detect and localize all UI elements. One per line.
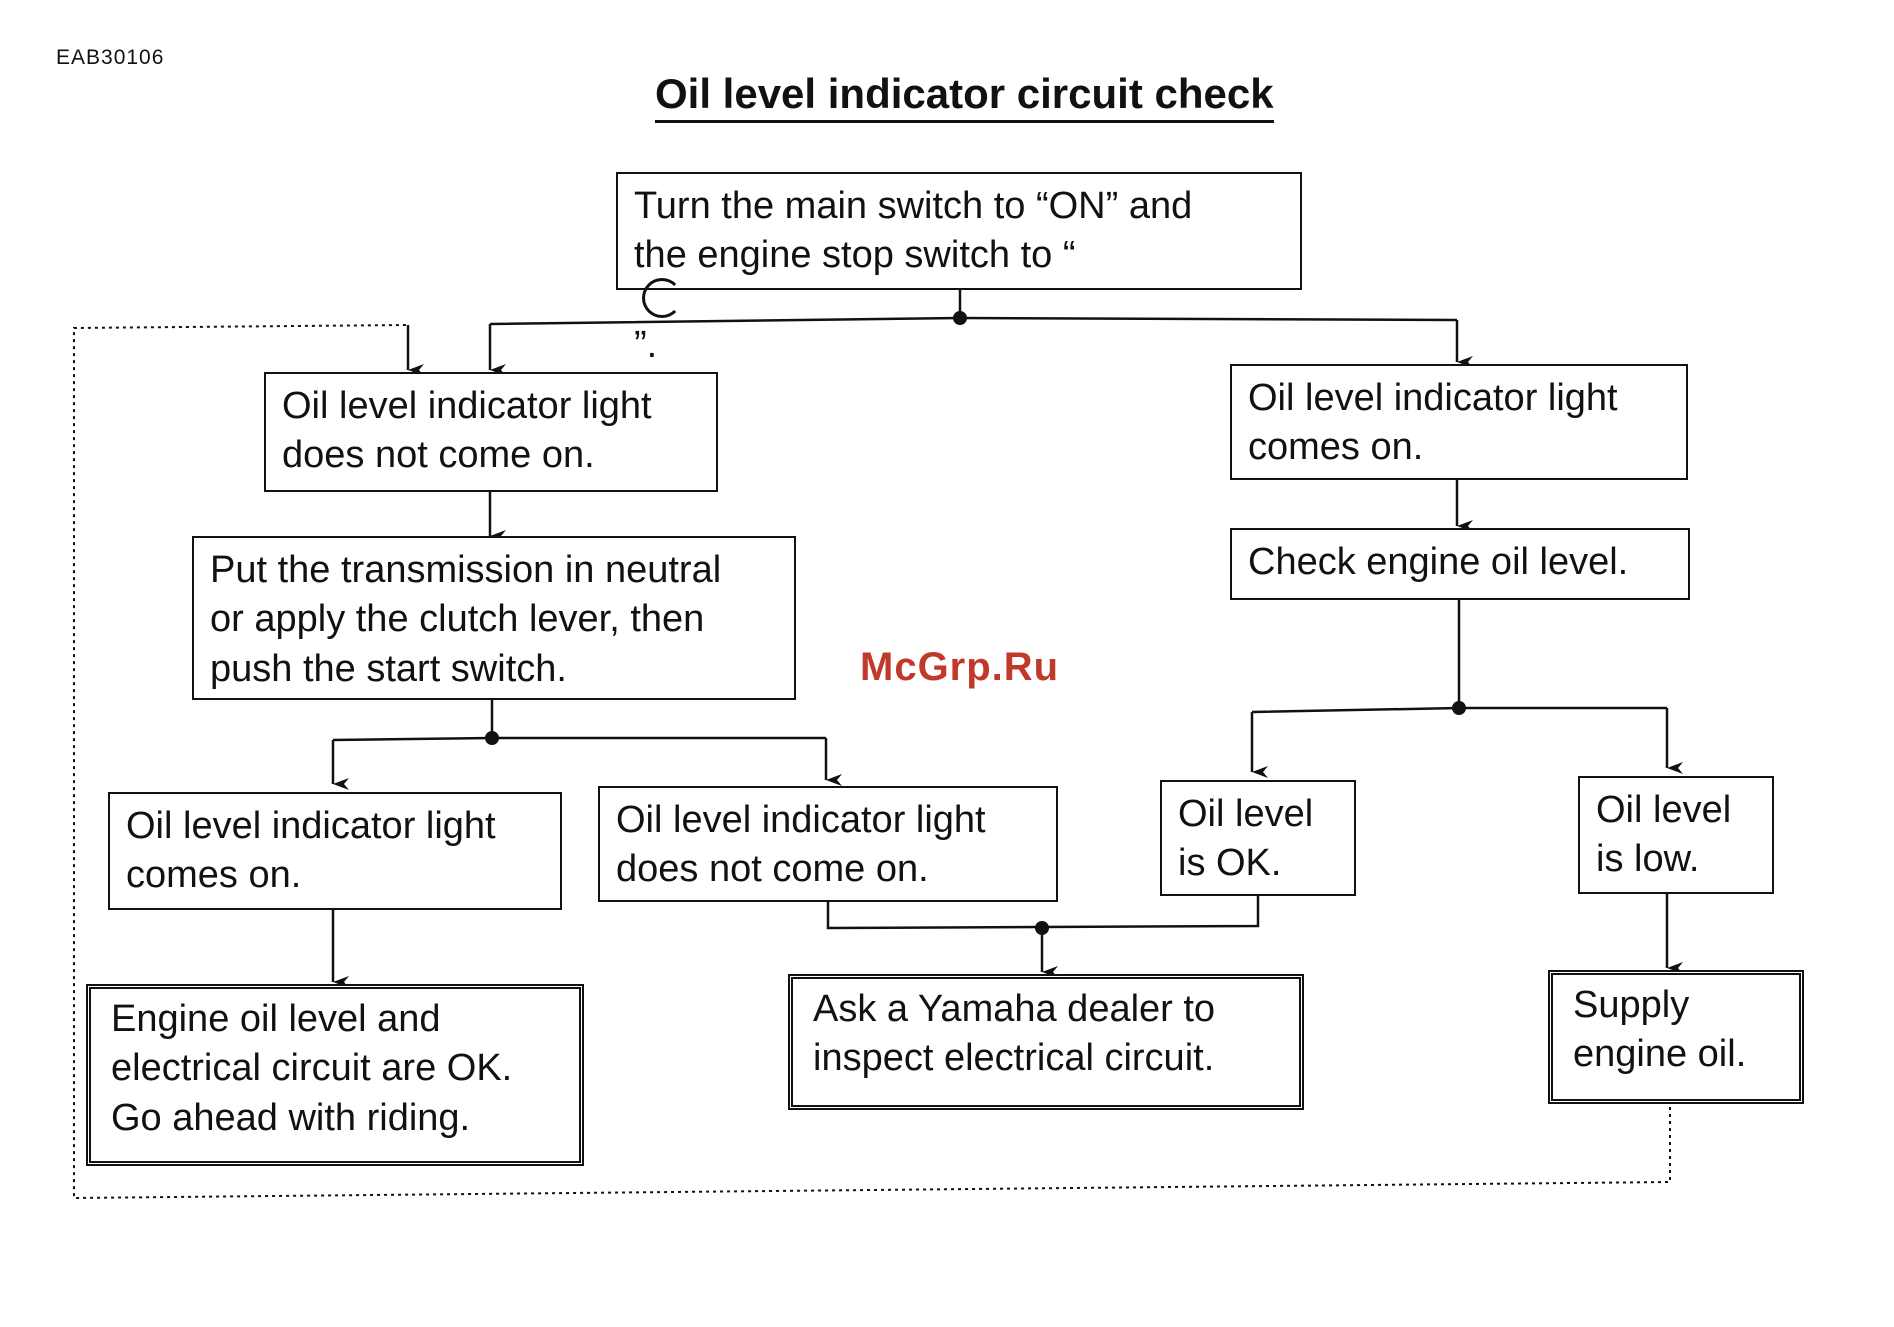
box-text-line: Oil level indicator light — [282, 385, 652, 427]
box-text-line: Put the transmission in neutral — [210, 549, 722, 591]
box-text-line: or apply the clutch lever, then — [210, 598, 705, 641]
box-text-line: does not come on. — [282, 434, 595, 477]
box-text-line: Ask a Yamaha dealer to — [813, 988, 1216, 1030]
box-text-line: is OK. — [1178, 842, 1282, 885]
box-text-line: does not come on. — [616, 848, 929, 891]
box-light-on-2: Oil level indicator light comes on. — [108, 792, 562, 910]
connector-mid-branch — [332, 736, 826, 742]
box-text-line: is low. — [1596, 838, 1700, 881]
junction-dot — [1452, 701, 1466, 715]
box-text-line: electrical circuit are OK. — [111, 1047, 513, 1090]
box-text-line: the engine stop switch to “ ”. — [634, 231, 1284, 370]
box-light-off: Oil level indicator light does not come … — [264, 372, 718, 492]
document-code: EAB30106 — [56, 46, 165, 69]
box-level-low: Oil level is low. — [1578, 776, 1774, 894]
box-text-line: Oil level indicator light — [1248, 377, 1618, 419]
box-text-line: Oil level — [1178, 793, 1314, 835]
box-check-oil: Check engine oil level. — [1230, 528, 1690, 600]
box-text-line: Check engine oil level. — [1248, 541, 1629, 583]
box-text-line: Supply — [1573, 984, 1690, 1026]
box-text-line: comes on. — [126, 854, 302, 897]
box-text-line: push the start switch. — [210, 647, 567, 690]
box-light-on: Oil level indicator light comes on. — [1230, 364, 1688, 480]
engine-run-symbol-icon — [642, 277, 682, 318]
box-text-line: Oil level — [1596, 789, 1732, 831]
box-light-off-2: Oil level indicator light does not come … — [598, 786, 1058, 902]
junction-dot — [485, 731, 499, 745]
box-supply: Supply engine oil. — [1548, 970, 1804, 1104]
box-text-fragment: the engine stop switch to “ — [634, 234, 1076, 277]
page-title: Oil level indicator circuit check — [655, 70, 1274, 123]
box-start: Turn the main switch to “ON” and the eng… — [616, 172, 1302, 366]
box-text-fragment: ”. — [634, 323, 658, 366]
box-text-line: comes on. — [1248, 426, 1424, 469]
watermark: McGrp.Ru — [860, 645, 1060, 689]
junction-dot — [1035, 921, 1049, 935]
box-level-ok: Oil level is OK. — [1160, 780, 1356, 896]
box-text-line: inspect electrical circuit. — [813, 1037, 1215, 1080]
box-neutral: Put the transmission in neutral or apply… — [192, 536, 796, 700]
box-text-line: Oil level indicator light — [126, 805, 496, 847]
box-text-line: engine oil. — [1573, 1033, 1747, 1076]
box-text-line: Engine oil level and — [111, 998, 441, 1040]
box-ok-ride: Engine oil level and electrical circuit … — [86, 984, 584, 1166]
junction-dot — [953, 311, 967, 325]
box-text-line: Go ahead with riding. — [111, 1096, 471, 1139]
box-text-line: Oil level indicator light — [616, 799, 986, 841]
box-dealer: Ask a Yamaha dealer to inspect electrica… — [788, 974, 1304, 1110]
box-text-line: Turn the main switch to “ON” and — [634, 185, 1193, 227]
